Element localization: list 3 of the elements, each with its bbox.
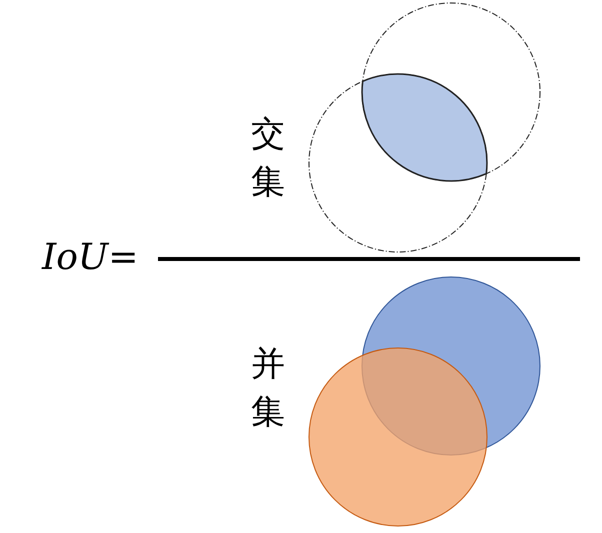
union-label: 并集 <box>250 343 286 434</box>
iou-formula: IoU= <box>42 240 138 276</box>
intersection-label: 交集 <box>250 113 286 204</box>
